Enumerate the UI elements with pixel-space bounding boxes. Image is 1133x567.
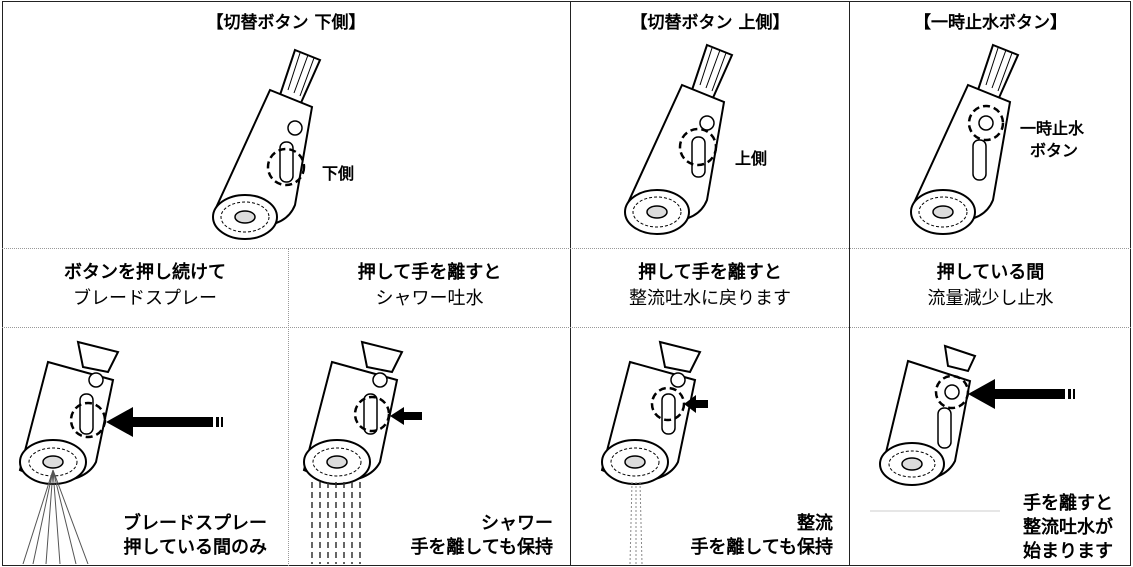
- caption-line: 押している間: [936, 262, 1045, 283]
- row-divider-dotted: [2, 248, 1131, 249]
- caption-line: ボタンを押し続けて: [64, 262, 226, 283]
- mode-note: ブレードスプレー 押している間のみ: [123, 512, 267, 560]
- button-label: 上側: [735, 149, 768, 168]
- mode-caption: ボタンを押し続けて ブレードスプレー: [2, 260, 288, 312]
- note-line: 手を離しても保持: [410, 537, 553, 558]
- faucet-head-illustration: [910, 43, 1020, 235]
- laminar-flow-illustration: [600, 340, 708, 564]
- shower-illustration: [302, 340, 422, 564]
- caption-line: 押して手を離すと: [638, 262, 782, 283]
- stop-water-illustration: [870, 344, 1075, 512]
- note-line: 整流: [797, 513, 833, 534]
- faucet-head-illustration: [212, 48, 322, 240]
- note-line: 手を離しても保持: [690, 537, 833, 558]
- caption-line: 整流吐水に戻ります: [629, 288, 791, 309]
- button-label-line: ボタン: [1030, 141, 1079, 160]
- row-divider-dotted: [2, 327, 1131, 328]
- note-line: 手を離すと: [1023, 493, 1113, 514]
- caption-line: 流量減少し止水: [927, 288, 1054, 309]
- mode-note: 手を離すと 整流吐水が 始まります: [1023, 492, 1113, 564]
- panel-title: 【一時止水ボタン】: [914, 13, 1067, 33]
- panel-title: 【切替ボタン 上側】: [630, 13, 790, 33]
- faucet-head-illustration: [624, 43, 734, 235]
- column-divider-dotted: [288, 248, 289, 566]
- note-line: 始まります: [1023, 541, 1113, 562]
- blade-spray-illustration: [18, 340, 223, 564]
- button-label: 下側: [322, 164, 355, 183]
- mode-caption: 押して手を離すと シャワー吐水: [289, 260, 570, 312]
- column-divider: [570, 1, 571, 566]
- mode-note: 整流 手を離しても保持: [690, 512, 833, 560]
- caption-line: 押して手を離すと: [357, 262, 502, 283]
- note-line: ブレードスプレー: [123, 513, 267, 534]
- column-divider: [849, 1, 850, 566]
- note-line: 整流吐水が: [1023, 517, 1113, 538]
- mode-caption: 押して手を離すと 整流吐水に戻ります: [571, 260, 849, 312]
- note-line: シャワー: [481, 513, 553, 534]
- mode-caption: 押している間 流量減少し止水: [850, 260, 1131, 312]
- note-line: 押している間のみ: [123, 537, 267, 558]
- button-label-line: 一時止水: [1020, 119, 1085, 138]
- caption-line: ブレードスプレー: [73, 288, 217, 309]
- button-label: 一時止水 ボタン: [1020, 118, 1084, 162]
- panel-title: 【切替ボタン 下側】: [206, 13, 366, 33]
- mode-note: シャワー 手を離しても保持: [410, 512, 553, 560]
- caption-line: シャワー吐水: [375, 288, 484, 309]
